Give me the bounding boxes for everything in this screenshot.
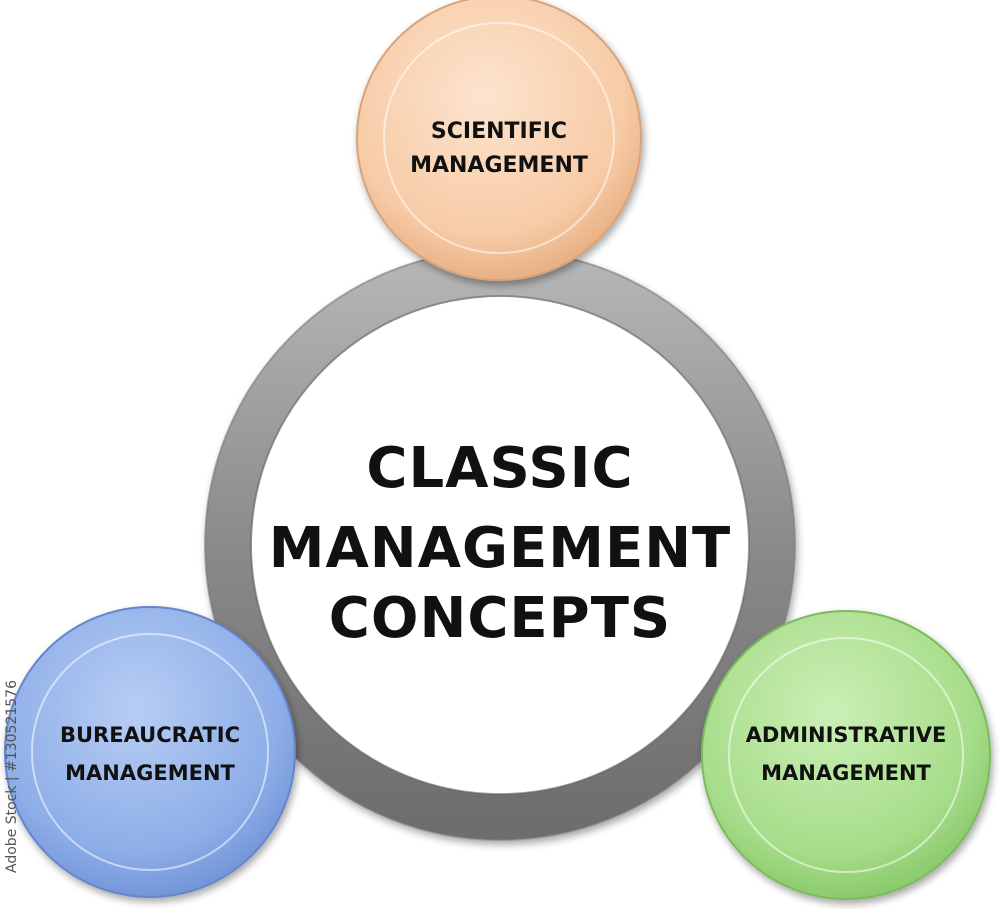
center-title-line-2: MANAGEMENT — [269, 516, 732, 581]
node-scientific-label-line-1: SCIENTIFIC — [431, 119, 567, 144]
center-title-line-1: CLASSIC — [366, 436, 633, 501]
node-scientific-label-line-2: MANAGEMENT — [410, 153, 588, 178]
node-administrative-label-line-2: MANAGEMENT — [761, 761, 931, 785]
center-title-line-3: CONCEPTS — [329, 586, 672, 651]
center-title: CLASSIC MANAGEMENT CONCEPTS — [269, 436, 732, 651]
node-administrative-label-line-1: ADMINISTRATIVE — [746, 723, 947, 747]
node-bureaucratic-management — [4, 606, 296, 898]
node-administrative-management — [701, 610, 991, 900]
node-bureaucratic-label-line-2: MANAGEMENT — [65, 761, 235, 785]
node-scientific-management — [356, 0, 642, 281]
central-ring-inner — [252, 297, 748, 793]
node-bureaucratic-label-line-1: BUREAUCRATIC — [60, 723, 240, 747]
stock-id-watermark: Adobe Stock | #130521576 — [4, 680, 20, 874]
